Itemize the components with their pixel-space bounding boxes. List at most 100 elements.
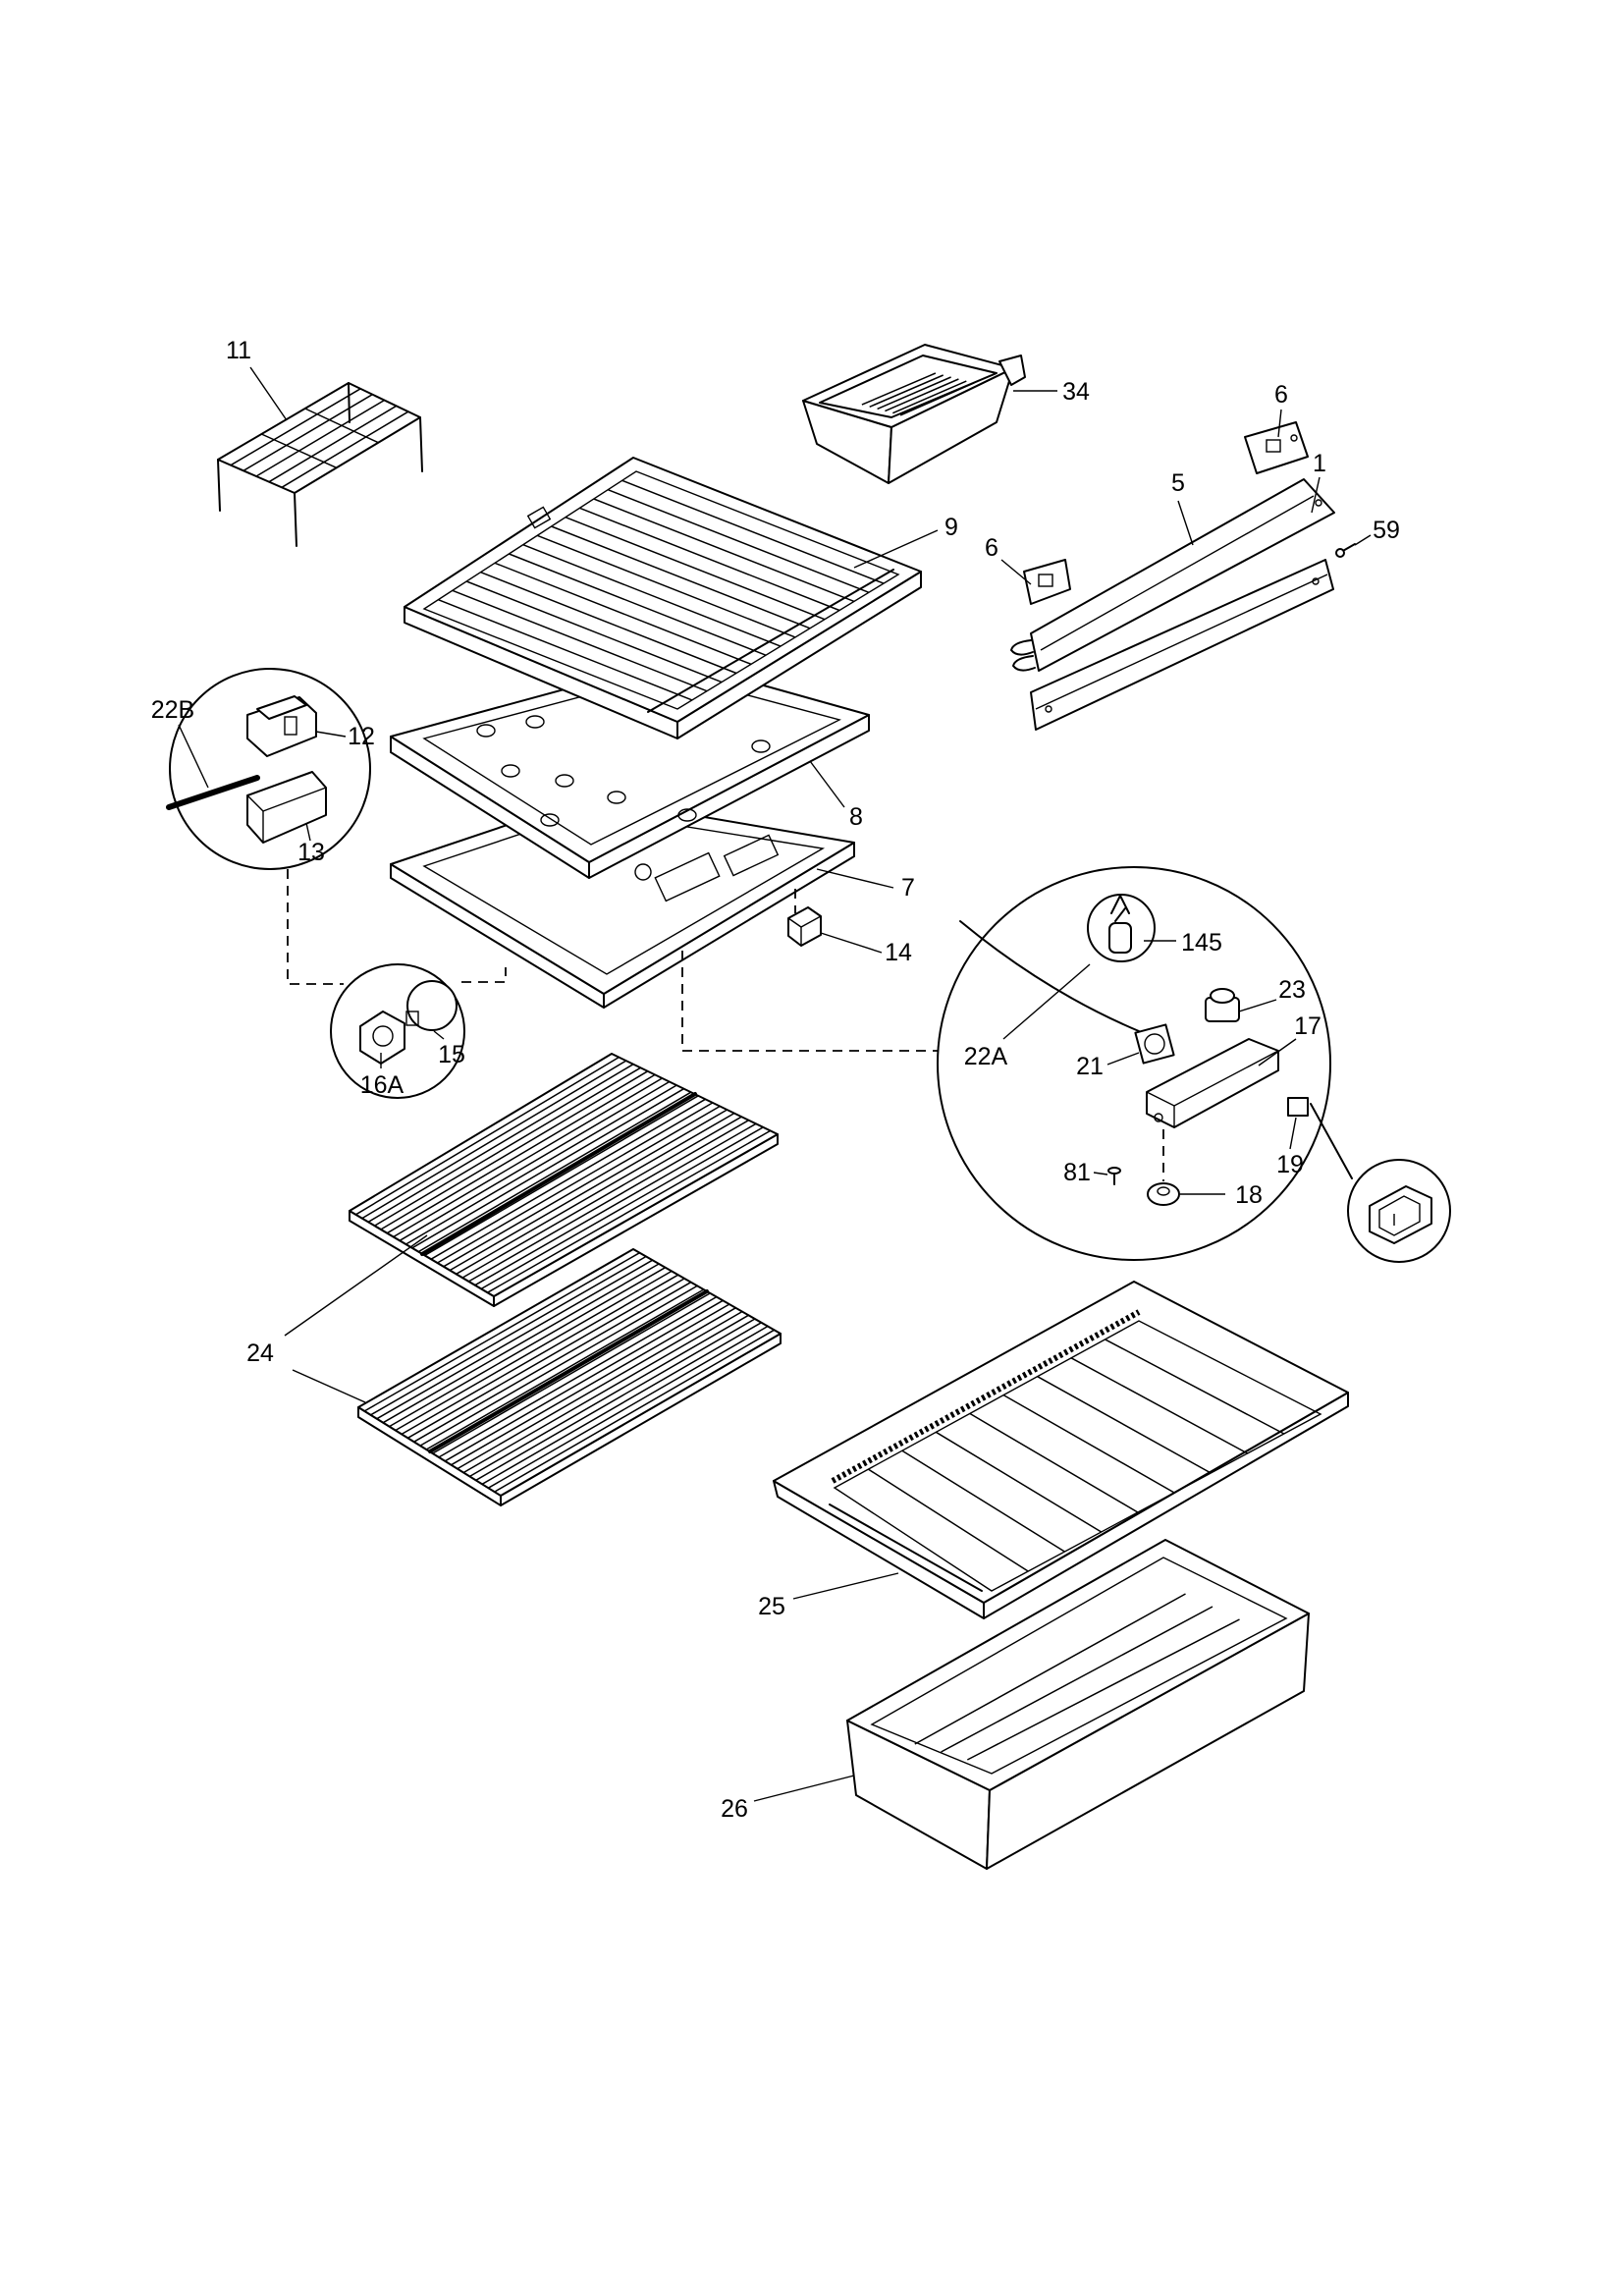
shelf-25-rib <box>1002 1394 1175 1494</box>
connector-panel-to-22A <box>681 951 964 1052</box>
part-59-screw <box>1335 543 1356 558</box>
rack-wire <box>255 399 385 477</box>
bump <box>607 791 626 804</box>
shelf-25-inner-frame <box>833 1320 1322 1592</box>
rack-cross-wire <box>304 408 379 444</box>
bulb-base <box>405 1011 419 1026</box>
rack-frame <box>217 382 421 494</box>
label-26: 26 <box>721 1795 748 1823</box>
shelf-24-wire <box>380 1070 649 1230</box>
drawer-floor-line <box>966 1618 1240 1761</box>
label-22A: 22A <box>964 1043 1008 1070</box>
part-14-switch <box>787 906 822 947</box>
bump <box>476 724 496 738</box>
shelf-24-wire <box>419 1285 698 1447</box>
bracket <box>1023 559 1071 605</box>
shelf-24-wire <box>355 1056 620 1216</box>
shelf-9-rib <box>452 589 708 692</box>
leader-6-lower <box>1000 559 1032 585</box>
part-5-rail <box>1010 478 1335 672</box>
knob-center <box>1157 1186 1170 1196</box>
shelf-24-wire <box>468 1120 749 1283</box>
part-9-shelf <box>404 457 922 739</box>
part-16A-socket <box>359 1011 405 1065</box>
leader-59 <box>1354 534 1372 546</box>
label-5: 5 <box>1171 469 1185 497</box>
shelf-24-center-bar <box>420 1092 697 1256</box>
bump <box>501 764 520 778</box>
bin-floor-ribs <box>861 372 975 416</box>
leader-11 <box>249 366 288 421</box>
leader-1 <box>1311 476 1321 514</box>
rail-hole <box>1312 577 1320 585</box>
part-21-fan <box>1134 1023 1175 1065</box>
switch-edge <box>787 917 802 928</box>
shelf-24-wire <box>405 1084 677 1245</box>
part-22A-cord <box>959 920 1140 1032</box>
shelf-9-rib <box>551 525 811 629</box>
leader-7 <box>816 868 894 889</box>
shelf-9-rib <box>621 479 885 584</box>
leader-5 <box>1177 500 1194 546</box>
label-1: 1 <box>1313 450 1326 477</box>
drawer-floor-line <box>914 1593 1186 1745</box>
part-6-bracket-lower <box>1023 559 1071 605</box>
part-19-switch <box>1287 1097 1309 1117</box>
part-labels: 11 34 6 5 1 59 9 6 22B 12 13 8 7 14 145 … <box>151 337 1400 1823</box>
bracket <box>1244 421 1309 474</box>
part-25-glass-shelf <box>773 1281 1349 1619</box>
bin-rib <box>869 374 944 408</box>
shelf-24-wire <box>413 1282 692 1443</box>
shelf-24-wires <box>363 1252 775 1493</box>
shelf-24-wire <box>401 1274 679 1436</box>
shelf-24-wire <box>494 1329 775 1493</box>
shelf-24-wire <box>393 1077 663 1238</box>
part-1-rail <box>1030 559 1334 731</box>
detail-circle-lamp <box>330 963 465 1099</box>
label-81: 81 <box>1063 1159 1091 1186</box>
switch-edge <box>800 915 822 928</box>
bin-lip <box>998 355 1026 386</box>
bracket-hole <box>1290 434 1298 442</box>
shelf-9-inner-border <box>422 470 900 710</box>
shelf-9-ribs <box>438 479 885 701</box>
rocker-switch <box>1369 1185 1432 1244</box>
part-26-crisper-drawer <box>846 1539 1310 1870</box>
leader-15 <box>433 1030 445 1040</box>
rack-leg <box>294 492 297 547</box>
part-17-tray <box>1146 1038 1279 1128</box>
panel-7-cutout <box>723 834 780 877</box>
shelf-24-wire <box>475 1318 756 1481</box>
shelf-24-wire <box>451 1303 730 1466</box>
shelf-24-wire <box>363 1252 640 1412</box>
rail-upper-groove <box>1040 495 1315 651</box>
shelf-9-rib <box>607 489 870 593</box>
shelf-24-wire <box>461 1116 742 1279</box>
thermostat-knob <box>1210 988 1235 1004</box>
leader-26 <box>753 1775 855 1802</box>
label-6-lower: 6 <box>985 534 998 562</box>
bump <box>751 739 771 753</box>
shelf-24-wire <box>487 1129 772 1293</box>
label-14: 14 <box>885 939 912 966</box>
shelf-25-rib <box>1070 1357 1248 1454</box>
part-12-top <box>256 695 307 720</box>
part-18-knob <box>1147 1182 1180 1206</box>
label-19: 19 <box>1276 1151 1304 1178</box>
rack-wire <box>268 405 398 483</box>
leader-9 <box>853 529 939 569</box>
shelf-9-rib <box>465 580 723 683</box>
shelf-24-wire <box>481 1322 762 1485</box>
shelf-24-wire <box>399 1080 671 1241</box>
shelf-24-wire <box>417 1091 692 1253</box>
shelf-24-wire <box>430 1098 706 1260</box>
connector-lamp-to-panel <box>461 967 507 983</box>
rail-wire <box>1010 639 1034 656</box>
shelf-24-wire <box>382 1263 660 1424</box>
rack-wire <box>281 410 409 488</box>
part-6-bracket-top <box>1244 421 1309 474</box>
label-8: 8 <box>849 803 863 831</box>
shelf-25-top <box>773 1281 1349 1604</box>
part-13-edge <box>246 794 264 812</box>
part-13-edge <box>262 787 327 812</box>
